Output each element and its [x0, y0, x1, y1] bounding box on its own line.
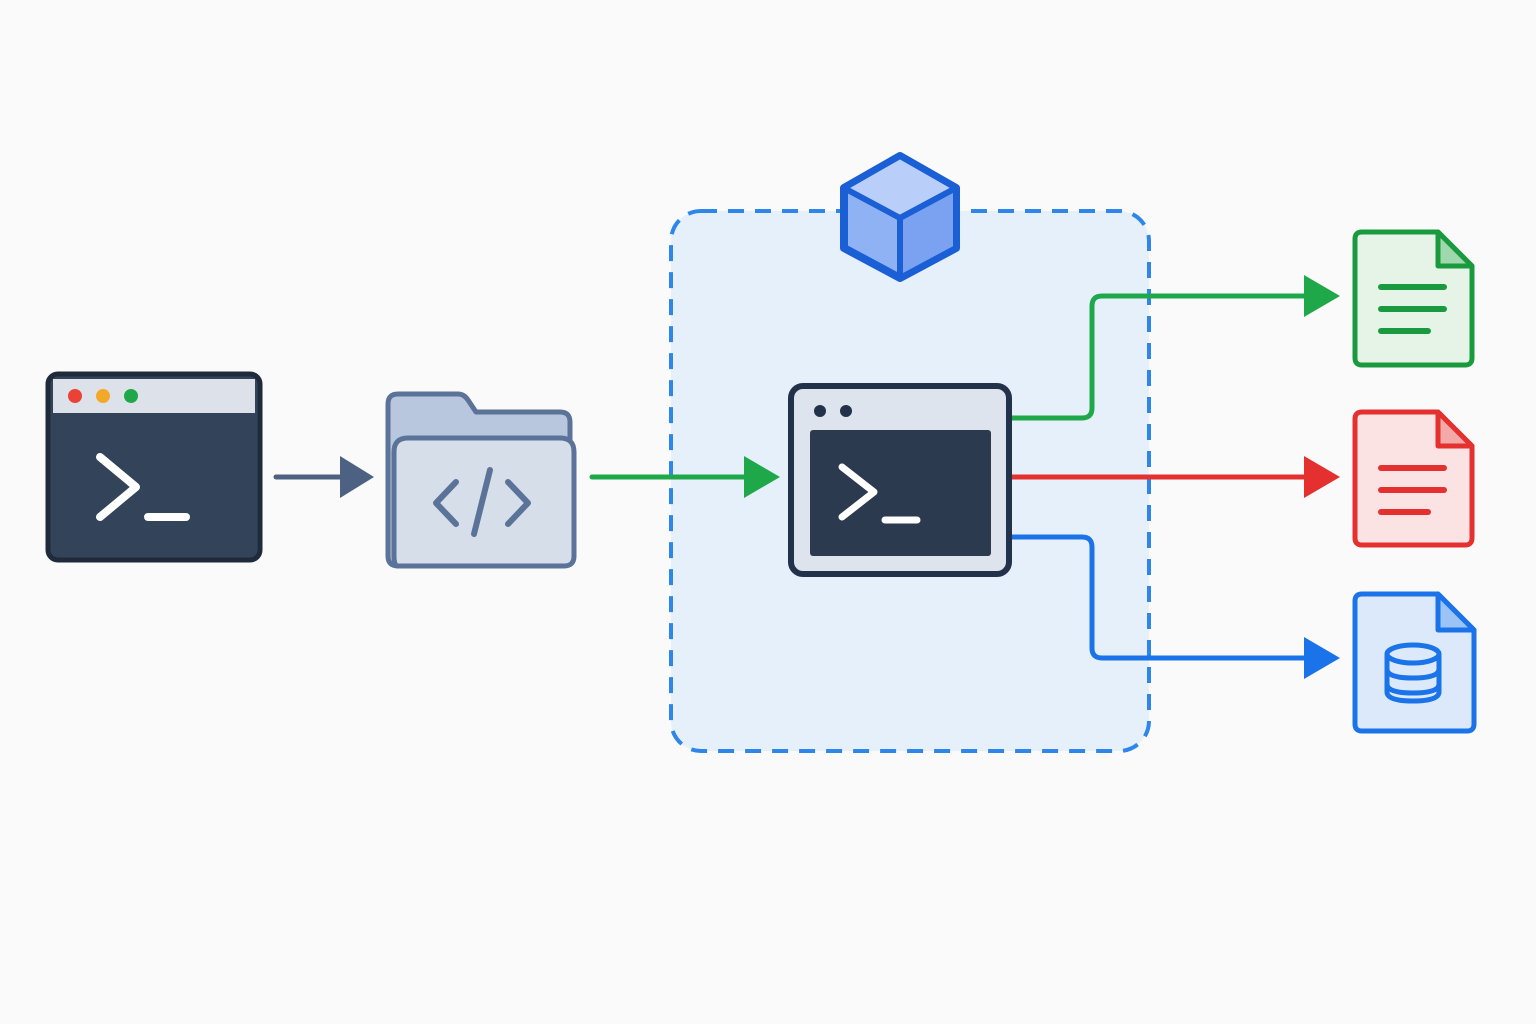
database-file-icon: [1352, 591, 1477, 734]
window-dot-icon: [814, 405, 826, 417]
minimize-dot-icon: [96, 389, 110, 403]
edge-terminal-to-folder: [273, 456, 374, 498]
maximize-dot-icon: [124, 389, 138, 403]
output-document-icon: [1352, 229, 1475, 368]
edge-to-output-document: [1009, 275, 1340, 421]
edge-to-error-document: [1009, 456, 1340, 498]
error-document-icon: [1352, 409, 1475, 548]
window-dot-icon: [840, 405, 852, 417]
edge-to-data-file: [1009, 534, 1340, 679]
database-icon: [1384, 642, 1442, 704]
prompt-chevron-icon: [838, 463, 878, 521]
code-folder-icon: [385, 391, 577, 569]
prompt-chevron-icon: [96, 453, 140, 521]
host-terminal-icon: [45, 371, 263, 563]
close-dot-icon: [68, 389, 82, 403]
edge-folder-to-container: [589, 456, 780, 498]
container-terminal-icon: [788, 383, 1012, 577]
cube-icon: [840, 152, 960, 282]
